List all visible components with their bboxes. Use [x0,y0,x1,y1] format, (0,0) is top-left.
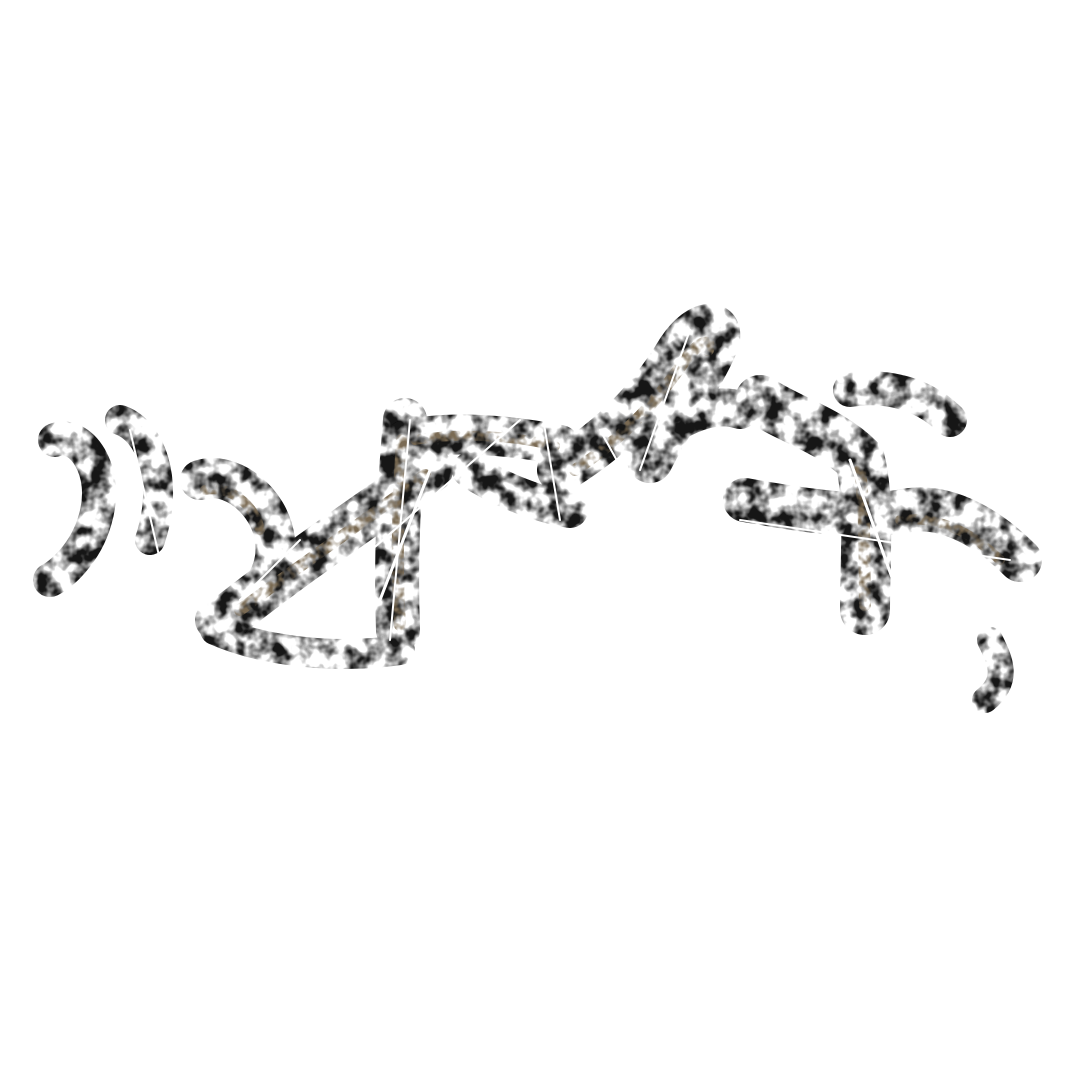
core-highlight-strokes [200,336,1005,631]
scratch-marks [129,329,1011,641]
ink-strokes [33,304,1042,713]
